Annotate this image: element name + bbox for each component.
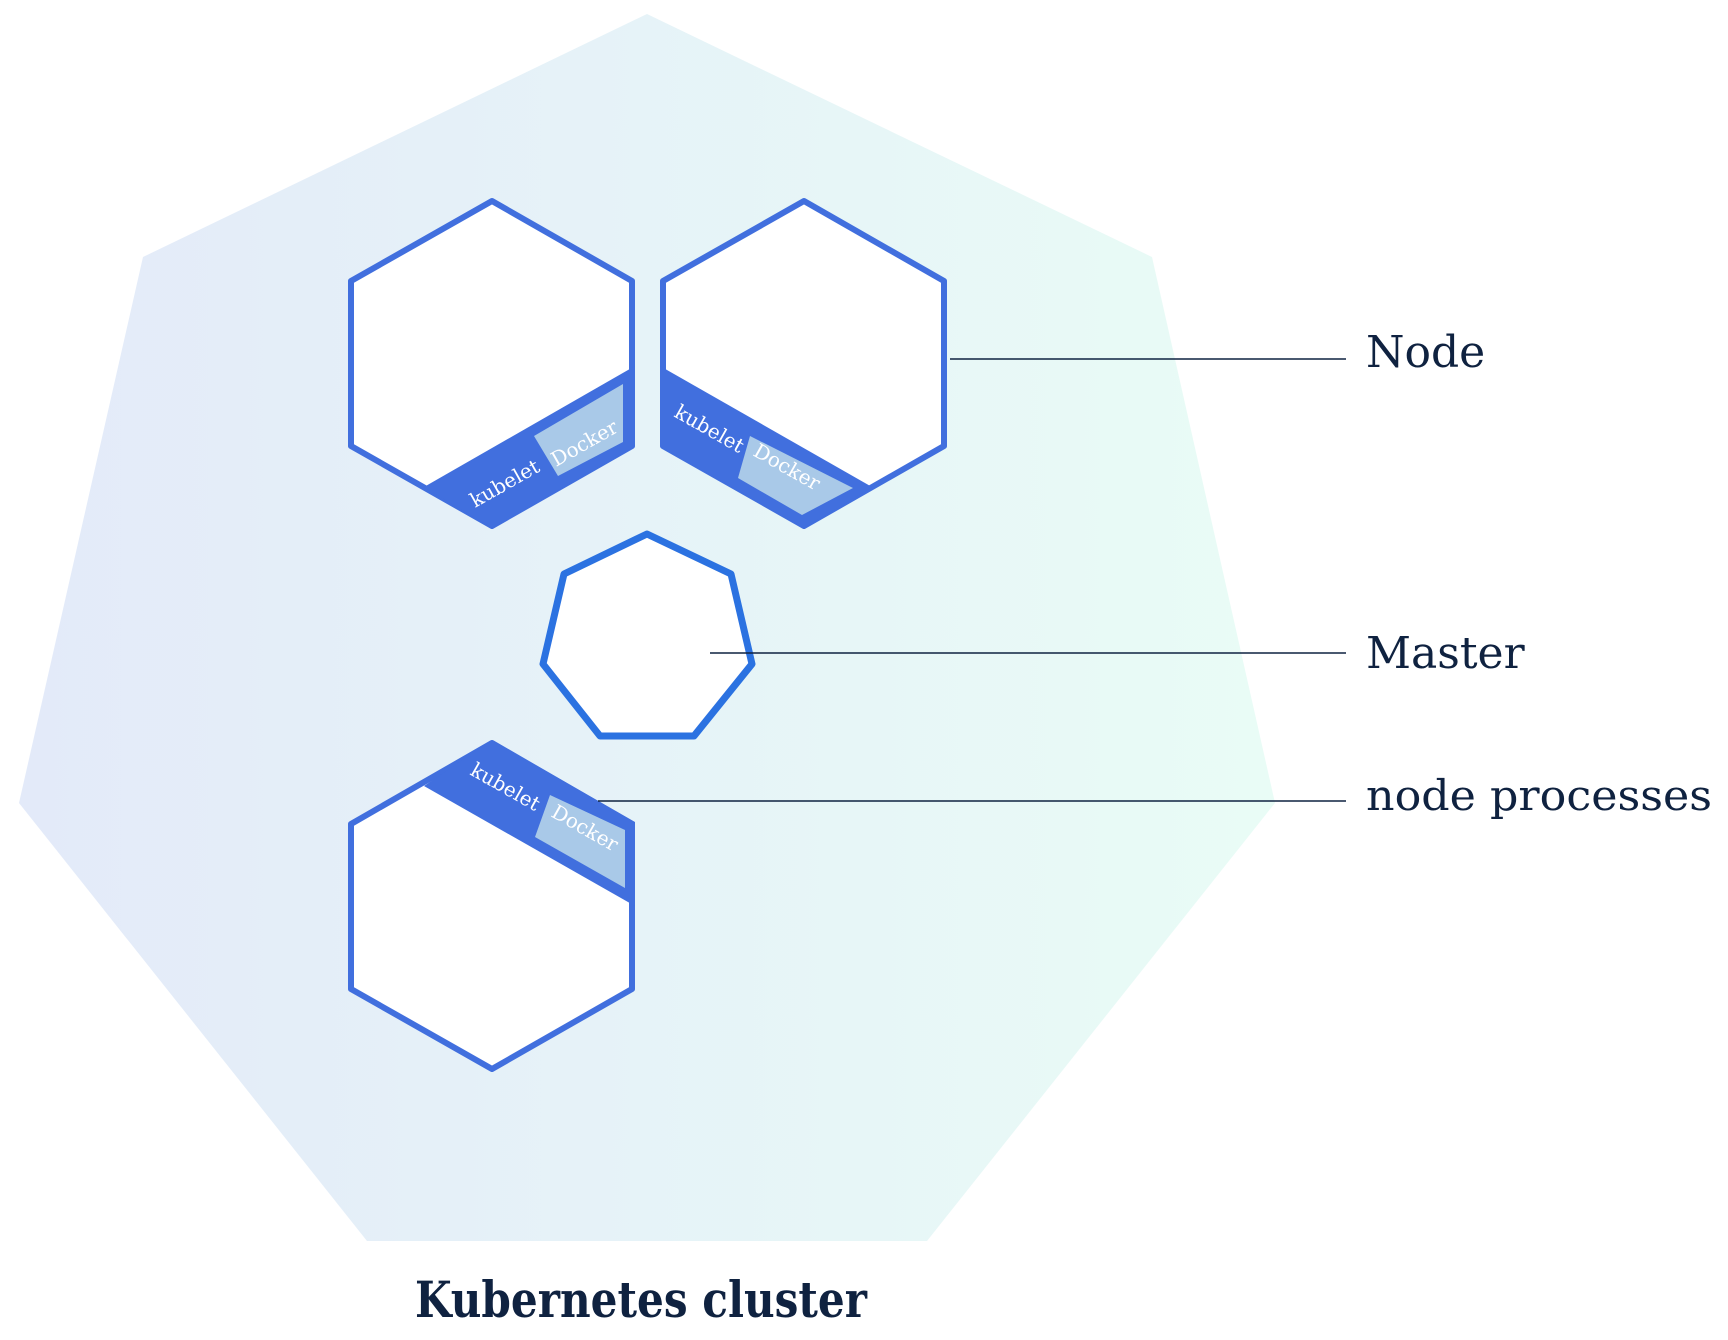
docker-box	[534, 384, 623, 476]
diagram-title: Kubernetes cluster	[415, 1270, 868, 1329]
docker-box	[535, 795, 625, 888]
master-label: Master	[1366, 628, 1526, 679]
node-2[interactable]: kubelet Docker	[660, 198, 947, 529]
process-band	[424, 366, 635, 528]
master[interactable]	[539, 530, 756, 740]
master-heptagon	[539, 530, 756, 740]
node-processes-label: node processes	[1366, 771, 1712, 820]
docker-box	[738, 436, 853, 515]
node-1[interactable]: kubelet Docker	[348, 198, 635, 529]
node-label: Node	[1366, 327, 1485, 378]
node-3[interactable]: kubelet Docker	[348, 740, 635, 1072]
process-band	[424, 740, 635, 906]
